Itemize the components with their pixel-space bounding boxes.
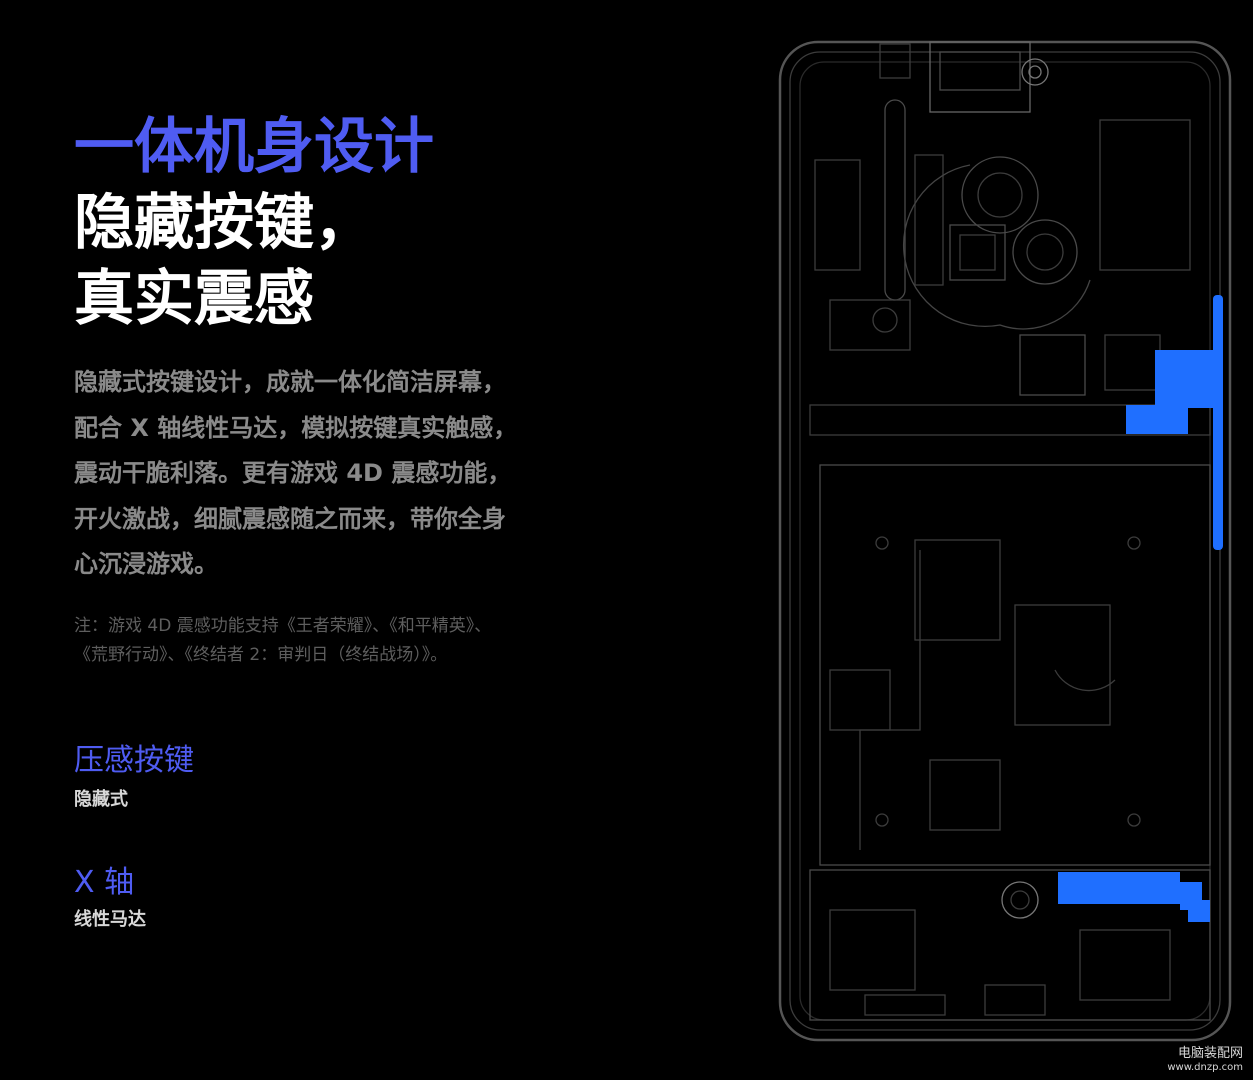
highlight-components (1058, 295, 1223, 922)
description-line: 开火激战，细腻震感随之而来，带你全身 (74, 504, 506, 533)
feature-title-pressure-keys: 压感按键 (74, 743, 194, 778)
feature-title-x-axis: X 轴 (74, 865, 135, 900)
watermark: 电脑装配网 www.dnzp.com (1167, 1046, 1243, 1074)
description-line: 配合 X 轴线性马达，模拟按键真实触感， (74, 413, 518, 442)
pressure-key-highlight (1126, 350, 1215, 434)
x-axis-motor-highlight (1058, 872, 1180, 904)
description-line: 心沉浸游戏。 (74, 550, 218, 578)
phone-internal-lines (778, 40, 1232, 1042)
feature-subtitle-hidden: 隐藏式 (74, 789, 128, 810)
phone-xray-illustration (778, 40, 1232, 1042)
footnote: 注：游戏 4D 震感功能支持《王者荣耀》、《和平精英》、 《荒野行动》、《终结者… (74, 612, 574, 670)
description-line: 震动干脆利落。更有游戏 4D 震感功能， (74, 459, 512, 487)
description-line: 隐藏式按键设计，成就一体化简洁屏幕， (74, 368, 506, 396)
watermark-url: www.dnzp.com (1167, 1062, 1243, 1073)
headline-accent: 一体机身设计 (74, 112, 434, 182)
watermark-site-name: 电脑装配网 (1177, 1046, 1243, 1061)
footnote-line: 注：游戏 4D 震感功能支持《王者荣耀》、《和平精英》、 (74, 616, 492, 636)
motor-bracket-highlight (1180, 882, 1210, 922)
description-paragraph: 隐藏式按键设计，成就一体化简洁屏幕， 配合 X 轴线性马达，模拟按键真实触感， … (74, 360, 574, 588)
headline-line-2: 隐藏按键， (74, 188, 374, 258)
footnote-line: 《荒野行动》、《终结者 2：审判日（终结战场）》。 (74, 645, 448, 665)
feature-subtitle-linear-motor: 线性马达 (74, 909, 146, 930)
headline-line-3: 真实震感 (74, 264, 314, 334)
side-frame-highlight (1213, 295, 1223, 550)
